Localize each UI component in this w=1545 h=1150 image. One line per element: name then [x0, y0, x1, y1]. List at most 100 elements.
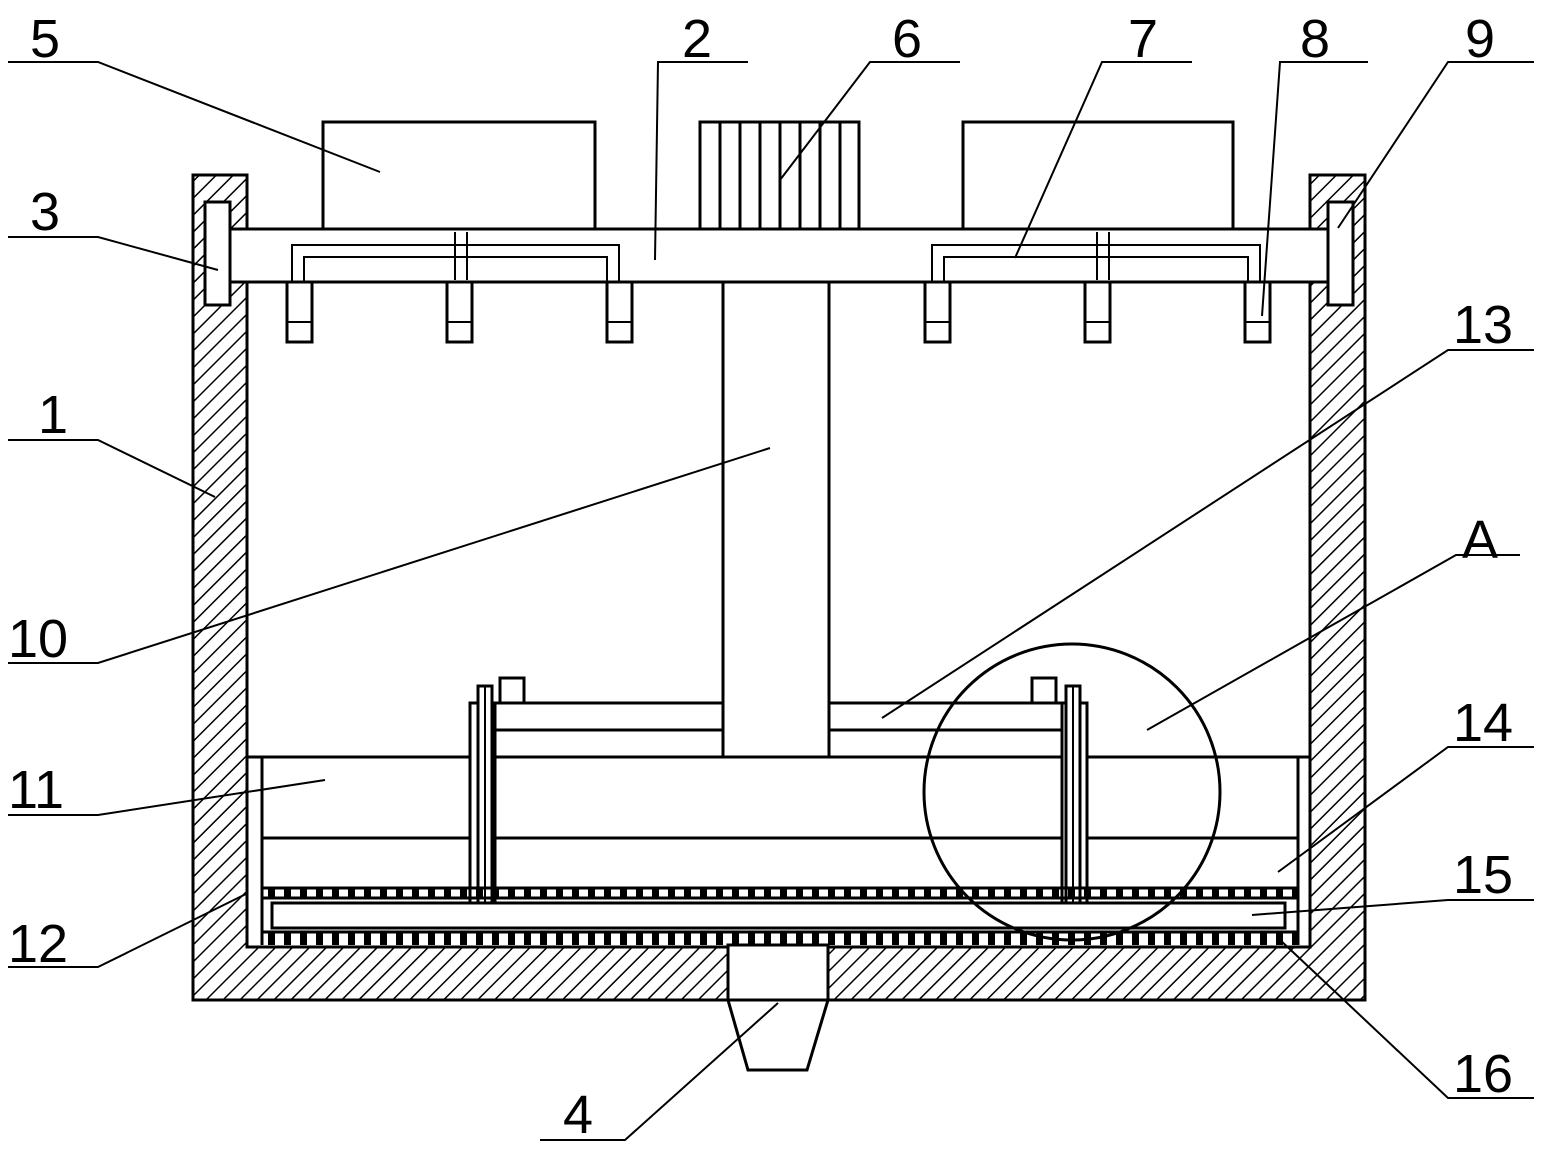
crossbar — [495, 701, 1062, 732]
perforation-hole — [604, 888, 611, 898]
perforation-hole — [412, 932, 419, 945]
perforation-hole — [1244, 888, 1251, 898]
perforation-hole — [796, 932, 803, 945]
left-motor — [321, 120, 597, 232]
label-A: A — [1462, 510, 1498, 570]
perforation-hole — [876, 888, 883, 898]
perforation-hole — [908, 888, 915, 898]
label-2: 2 — [682, 9, 712, 69]
top-plate — [228, 227, 1339, 284]
perforation-hole — [364, 888, 371, 898]
perforation-hole — [1100, 932, 1107, 945]
nozzle — [1243, 280, 1272, 344]
perforation-hole — [684, 932, 691, 945]
perforation-hole — [732, 888, 739, 898]
perforation-hole — [1196, 888, 1203, 898]
perforation-hole — [780, 932, 787, 945]
perforation-hole — [1004, 932, 1011, 945]
perforation-hole — [668, 888, 675, 898]
perforation-hole — [732, 932, 739, 945]
bottom-outlet — [726, 943, 831, 1072]
label-10: 10 — [8, 609, 68, 669]
perforation-hole — [892, 932, 899, 945]
perforation-hole — [1180, 932, 1187, 945]
perforation-hole — [572, 932, 579, 945]
perforation-hole — [332, 932, 339, 945]
perforation-hole — [1292, 932, 1299, 945]
label-5: 5 — [30, 9, 60, 69]
perforation-hole — [1164, 932, 1171, 945]
perforation-hole — [1196, 932, 1203, 945]
perforation-hole — [748, 888, 755, 898]
label-9: 9 — [1465, 9, 1495, 69]
perforation-hole — [860, 932, 867, 945]
perforation-hole — [508, 932, 515, 945]
perforation-hole — [380, 932, 387, 945]
perforation-hole — [1020, 932, 1027, 945]
perforation-hole — [972, 888, 979, 898]
perforation-hole — [348, 932, 355, 945]
left-slider — [203, 200, 232, 307]
perforation-hole — [396, 888, 403, 898]
nozzle — [285, 280, 314, 344]
perforation-hole — [716, 888, 723, 898]
perforation-hole — [492, 932, 499, 945]
perforation-hole — [428, 888, 435, 898]
perforation-hole — [1116, 932, 1123, 945]
perforation-hole — [652, 932, 659, 945]
label-3: 3 — [30, 182, 60, 242]
left-cap — [498, 676, 526, 705]
perforation-hole — [828, 932, 835, 945]
perforation-hole — [476, 932, 483, 945]
perforation-hole — [380, 888, 387, 898]
box-shell — [191, 173, 1367, 1002]
label-14: 14 — [1453, 693, 1513, 753]
perforation-hole — [1164, 888, 1171, 898]
perforation-hole — [1244, 932, 1251, 945]
perforation-hole — [988, 932, 995, 945]
perforation-hole — [300, 932, 307, 945]
perforation-hole — [556, 888, 563, 898]
leader-lines — [8, 61, 1534, 1141]
perforation-hole — [1020, 888, 1027, 898]
perforation-hole — [1036, 932, 1043, 945]
right-pipe-channel — [931, 232, 1261, 282]
perforation-hole — [1068, 888, 1075, 898]
perforation-hole — [940, 932, 947, 945]
perforation-hole — [1180, 888, 1187, 898]
perforation-hole — [796, 888, 803, 898]
perforation-hole — [716, 932, 723, 945]
perforation-hole — [1212, 888, 1219, 898]
perforation-hole — [764, 932, 771, 945]
perforation-hole — [988, 888, 995, 898]
perforation-hole — [652, 888, 659, 898]
perforation-hole — [620, 932, 627, 945]
perforation-hole — [844, 888, 851, 898]
perforation-hole — [540, 932, 547, 945]
perforation-hole — [364, 932, 371, 945]
perforation-hole — [492, 888, 499, 898]
perforation-hole — [428, 932, 435, 945]
perforation-hole — [556, 932, 563, 945]
label-4: 4 — [563, 1085, 593, 1145]
perforation-hole — [940, 888, 947, 898]
perforation-hole — [316, 932, 323, 945]
perforation-hole — [444, 888, 451, 898]
label-15: 15 — [1453, 845, 1513, 905]
central-shaft — [721, 280, 831, 759]
perforation-hole — [844, 932, 851, 945]
perforation-hole — [1228, 888, 1235, 898]
perforation-hole — [924, 932, 931, 945]
perforation-hole — [1228, 932, 1235, 945]
perforation-hole — [700, 932, 707, 945]
perforation-hole — [572, 888, 579, 898]
perforation-hole — [1116, 888, 1123, 898]
label-1: 1 — [38, 385, 68, 445]
perforation-hole — [684, 888, 691, 898]
perforation-hole — [1052, 888, 1059, 898]
label-7: 7 — [1128, 9, 1158, 69]
perforation-hole — [1132, 932, 1139, 945]
perforation-hole — [540, 888, 547, 898]
perforation-hole — [300, 888, 307, 898]
